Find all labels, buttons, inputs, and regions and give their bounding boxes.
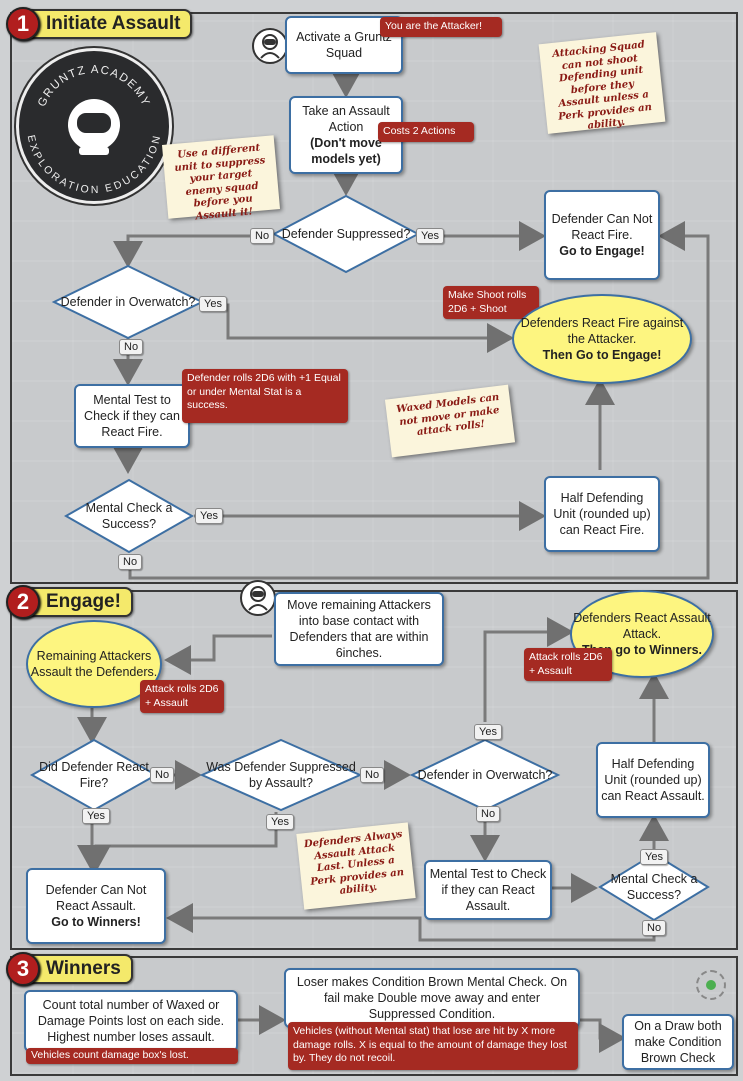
note-suppress: Use a different unit to suppress your ta… [161, 135, 281, 222]
mental-test-box: Mental Test to Check if they can React F… [74, 384, 190, 448]
grunt-avatar-icon [240, 580, 276, 616]
section-header-1: 1 Initiate Assault [6, 7, 193, 41]
no-label: No [642, 920, 667, 936]
yes-label: Yes [199, 296, 227, 312]
draw-box: On a Draw both make Condition Brown Chec… [622, 1014, 734, 1070]
defender-suppressed-decision: Defender Suppressed? [271, 194, 421, 274]
yes-label: Yes [266, 814, 294, 830]
attacker-tag: You are the Attacker! [380, 17, 502, 37]
remaining-attackers-outcome: Remaining Attackers Assault the Defender… [26, 620, 162, 708]
did-react-fire-decision: Did Defender React Fire? [29, 738, 159, 812]
yes-label: Yes [195, 508, 223, 524]
section-header-2: 2 Engage! [6, 585, 133, 619]
vehicles-rule-tag: Vehicles (without Mental stat) that lose… [288, 1022, 578, 1070]
section-number: 3 [6, 952, 40, 986]
assault-action-box: Take an Assault Action(Don't move models… [289, 96, 403, 174]
cannot-react-assault-box: Defender Can Not React Assault.Go to Win… [26, 868, 166, 944]
yes-label: Yes [82, 808, 110, 824]
attack-rolls-tag: Attack rolls 2D6 + Assault [140, 680, 224, 714]
no-label: No [118, 554, 143, 570]
no-label: No [476, 806, 501, 822]
vehicles-count-tag: Vehicles count damage box's lost. [26, 1048, 238, 1064]
target-reticle-icon [696, 970, 726, 1000]
half-defending-unit-box-2: Half Defending Unit (rounded up) can Rea… [596, 742, 710, 818]
defender-overwatch-decision-2: Defender in Overwatch? [409, 738, 561, 812]
costs-tag: Costs 2 Actions [378, 122, 474, 142]
astronaut-helmet-icon [68, 99, 120, 155]
no-label: No [119, 339, 144, 355]
no-label: No [250, 228, 275, 244]
mental-check-decision: Mental Check a Success? [63, 478, 195, 554]
move-attackers-box: Move remaining Attackers into base conta… [274, 592, 444, 666]
react-fire-outcome: Defenders React Fire against the Attacke… [512, 294, 692, 384]
attack-rolls-tag: Attack rolls 2D6 + Assault [524, 648, 612, 682]
defender-overwatch-decision: Defender in Overwatch? [51, 264, 205, 340]
mental-test-box-2: Mental Test to Check if they can React A… [424, 860, 552, 920]
cannot-react-fire-box: Defender Can Not React Fire.Go to Engage… [544, 190, 660, 280]
yes-label: Yes [640, 849, 668, 865]
no-label: No [150, 767, 175, 783]
no-label: No [360, 767, 385, 783]
loser-check-box: Loser makes Condition Brown Mental Check… [284, 968, 580, 1028]
yes-label: Yes [474, 724, 502, 740]
yes-label: Yes [416, 228, 444, 244]
half-defending-unit-box: Half Defending Unit (rounded up) can Rea… [544, 476, 660, 552]
section-title: Winners [26, 954, 133, 984]
mental-rule-tag: Defender rolls 2D6 with +1 Equal or unde… [182, 369, 348, 423]
section-title: Initiate Assault [26, 9, 193, 39]
was-suppressed-decision: Was Defender Suppressed by Assault? [199, 738, 363, 812]
gruntz-academy-logo: GRUNTZ ACADEMY EXPLORATION EDUCATION [16, 48, 172, 204]
note-attacking-squad: Attacking Squad can not shoot Defending … [538, 32, 666, 134]
note-assault-last: Defenders Always Assault Attack Last. Un… [296, 822, 416, 910]
shoot-rolls-tag: Make Shoot rolls 2D6 + Shoot [443, 286, 539, 320]
grunt-avatar-icon [252, 28, 288, 64]
count-points-box: Count total number of Waxed or Damage Po… [24, 990, 238, 1052]
section-header-3: 3 Winners [6, 952, 133, 986]
section-title: Engage! [26, 587, 133, 617]
section-number: 1 [6, 7, 40, 41]
section-number: 2 [6, 585, 40, 619]
